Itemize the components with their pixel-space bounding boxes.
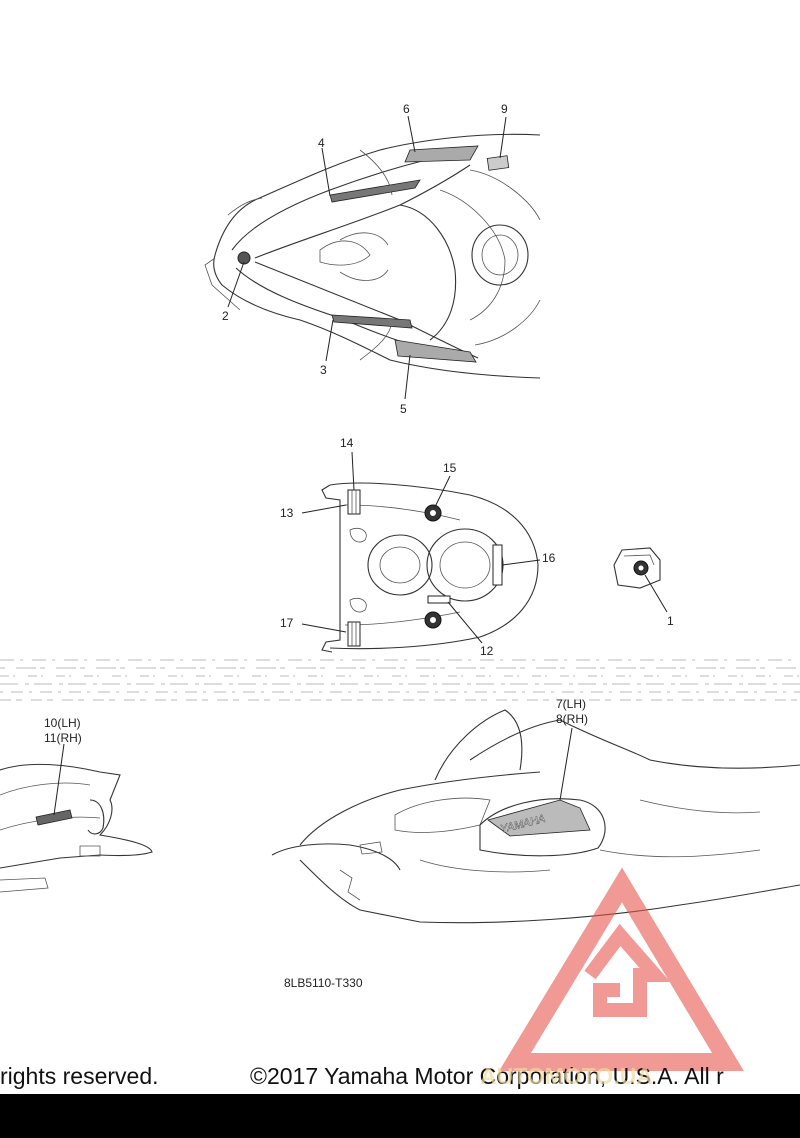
emblem-part-1 xyxy=(613,547,661,589)
decal-14 xyxy=(347,489,361,515)
copyright-left: rights reserved. xyxy=(0,1063,159,1089)
console-top-view xyxy=(321,482,539,653)
hood-top-view xyxy=(204,133,541,379)
callout-4: 4 xyxy=(318,136,325,150)
decal-10-11 xyxy=(35,809,73,826)
watermark-text: AUTOMOTO.UA xyxy=(480,1063,653,1089)
callout-2: 2 xyxy=(222,309,229,323)
decal-16 xyxy=(492,544,503,586)
decal-6 xyxy=(404,145,479,163)
decal-12 xyxy=(427,595,451,604)
callout-10-lh: 10(LH) xyxy=(44,716,81,730)
callout-16: 16 xyxy=(542,551,556,565)
decal-4 xyxy=(329,179,421,203)
decal-diagram: 4 6 9 2 3 5 xyxy=(0,102,800,1089)
decal-17 xyxy=(347,621,361,647)
decal-3 xyxy=(331,314,413,329)
side-view-left xyxy=(0,763,153,893)
callout-15: 15 xyxy=(443,461,457,475)
callout-14: 14 xyxy=(340,436,354,450)
callout-13: 13 xyxy=(280,506,294,520)
callout-17: 17 xyxy=(280,616,294,630)
callout-8-rh: 8(RH) xyxy=(556,712,588,726)
callout-6: 6 xyxy=(403,102,410,116)
callout-7-lh: 7(LH) xyxy=(556,697,586,711)
watermark-logo xyxy=(499,867,744,1071)
callout-3: 3 xyxy=(320,363,327,377)
callout-5: 5 xyxy=(400,402,407,416)
part-code: 8LB5110-T330 xyxy=(284,976,363,990)
callout-9: 9 xyxy=(501,102,508,116)
decal-7-8 xyxy=(487,799,591,837)
side-view-right: YAMAHA xyxy=(271,709,800,924)
scan-noise-band xyxy=(0,659,800,701)
decal-9 xyxy=(486,155,510,171)
bottom-bar xyxy=(0,1094,800,1138)
emblem-2 xyxy=(237,251,251,265)
callout-11-rh: 11(RH) xyxy=(44,731,82,745)
callout-1: 1 xyxy=(667,614,674,628)
copyright-right: ©2017 Yamaha Motor Corporation, U.S.A. A… xyxy=(250,1063,724,1089)
callout-12: 12 xyxy=(480,644,494,658)
decal-5 xyxy=(394,339,477,363)
